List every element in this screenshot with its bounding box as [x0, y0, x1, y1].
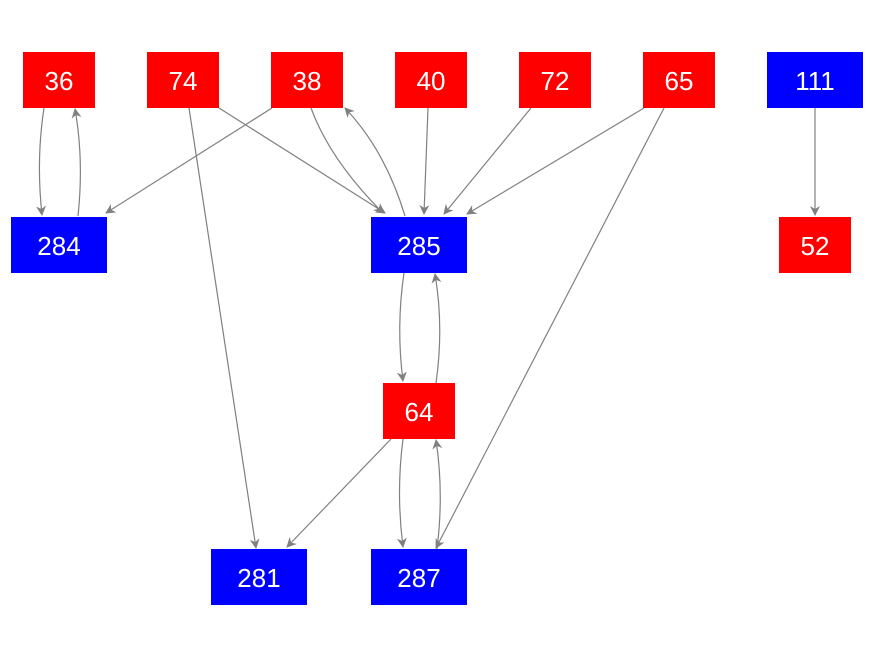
edge-285-to-38 [344, 107, 406, 217]
node-38[interactable]: 38 [271, 52, 343, 108]
node-65[interactable]: 65 [643, 52, 715, 108]
node-box [395, 52, 467, 108]
edge-74-to-285 [218, 107, 386, 214]
node-box [271, 52, 343, 108]
edge-40-to-285 [419, 107, 430, 215]
edge-36-to-284 [36, 107, 46, 216]
edge-284-to-36 [71, 108, 82, 217]
edge-74-to-281 [188, 107, 260, 549]
node-box [519, 52, 591, 108]
node-label: 281 [237, 563, 280, 593]
node-64[interactable]: 64 [383, 383, 455, 439]
nodes-layer: 36 74 38 40 72 65 111 284 285 52 64 281 287 [11, 52, 863, 605]
node-label: 74 [169, 66, 198, 96]
node-label: 36 [45, 66, 74, 96]
node-36[interactable]: 36 [23, 52, 95, 108]
edges-layer [36, 107, 820, 550]
edge-287-to-64 [432, 439, 443, 550]
node-label: 65 [665, 66, 694, 96]
node-box [11, 217, 107, 273]
edge-285-to-64 [396, 272, 407, 382]
edge-65-to-287 [435, 107, 665, 549]
node-285[interactable]: 285 [371, 217, 467, 273]
node-label: 40 [417, 66, 446, 96]
node-52[interactable]: 52 [779, 217, 851, 273]
node-box [767, 52, 863, 108]
node-box [779, 217, 851, 273]
node-label: 38 [293, 66, 322, 96]
node-40[interactable]: 40 [395, 52, 467, 108]
node-label: 72 [541, 66, 570, 96]
node-label: 284 [37, 231, 80, 261]
node-box [23, 52, 95, 108]
node-label: 285 [397, 231, 440, 261]
node-box [371, 549, 467, 605]
node-281[interactable]: 281 [211, 549, 307, 605]
node-287[interactable]: 287 [371, 549, 467, 605]
edge-38-to-285 [310, 107, 384, 214]
node-284[interactable]: 284 [11, 217, 107, 273]
node-label: 52 [801, 231, 830, 261]
edge-64-to-285 [431, 273, 442, 384]
node-label: 64 [405, 397, 434, 427]
node-label: 287 [397, 563, 440, 593]
node-box [211, 549, 307, 605]
node-74[interactable]: 74 [147, 52, 219, 108]
edge-65-to-285 [466, 107, 645, 215]
edge-72-to-285 [443, 107, 532, 215]
node-72[interactable]: 72 [519, 52, 591, 108]
node-box [371, 217, 467, 273]
edge-64-to-287 [396, 438, 407, 548]
node-111[interactable]: 111 [767, 52, 863, 108]
node-box [147, 52, 219, 108]
node-label: 111 [795, 66, 835, 96]
edge-64-to-281 [286, 438, 392, 548]
edge-38-to-284 [105, 107, 273, 214]
node-box [383, 383, 455, 439]
node-box [643, 52, 715, 108]
